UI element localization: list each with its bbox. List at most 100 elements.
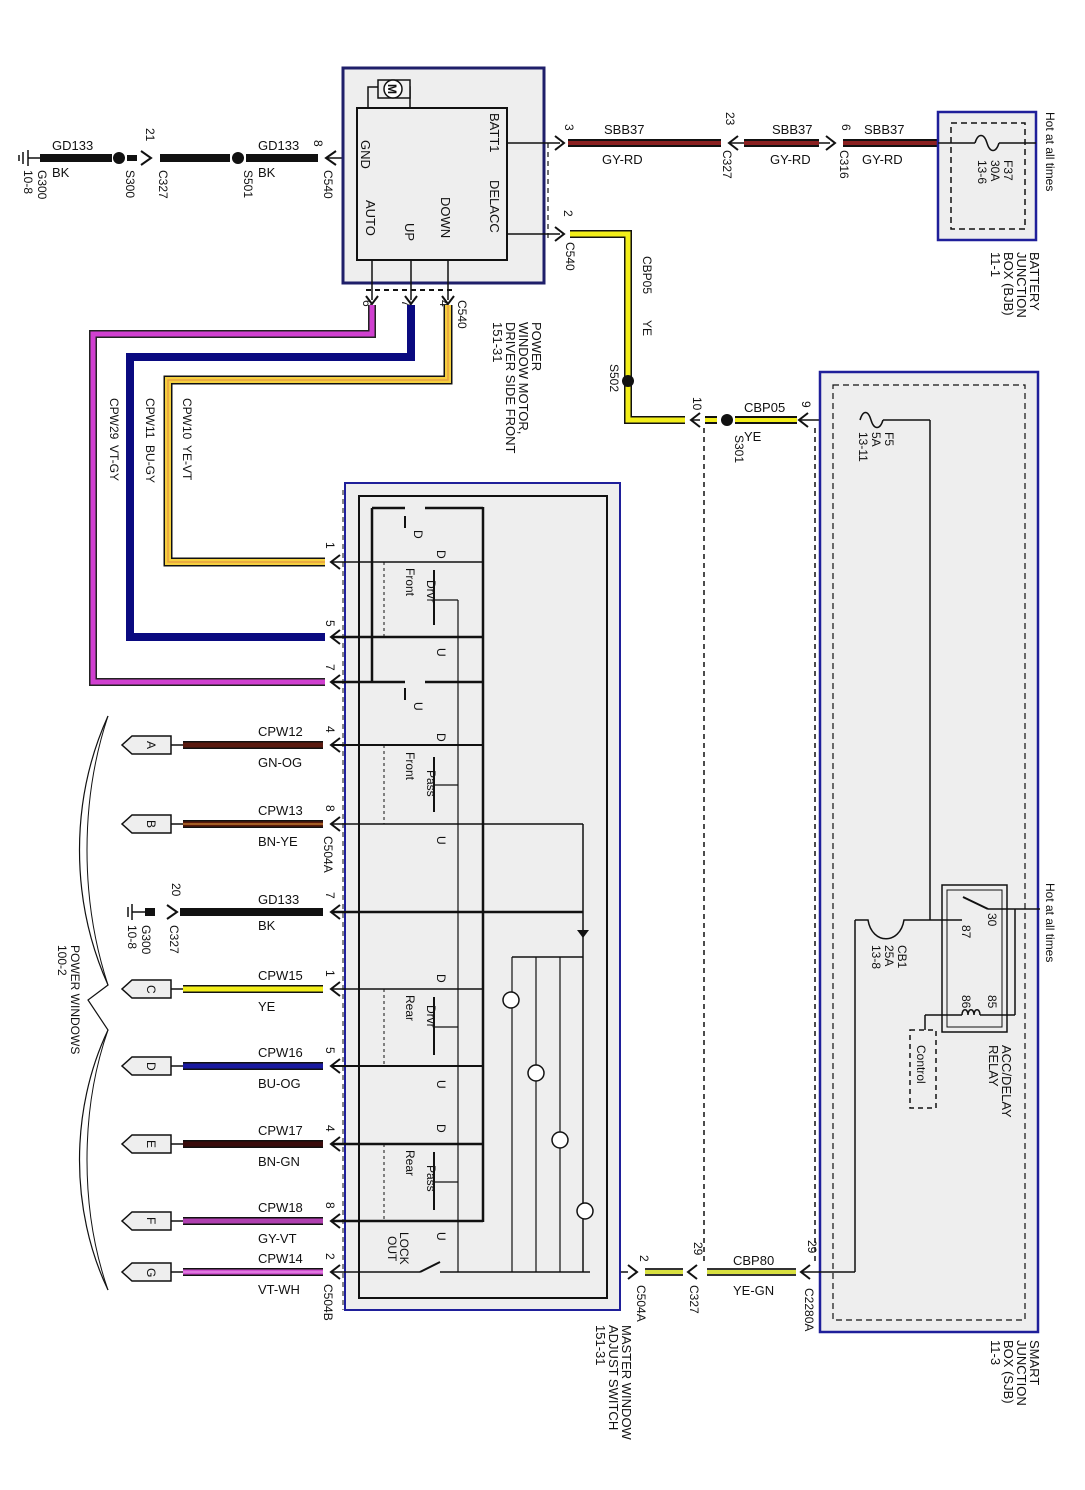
- svg-text:F37: F37: [1001, 160, 1015, 181]
- connector-arrow-icon: [329, 1058, 341, 1074]
- wire-circuit-label: CBP05: [640, 256, 654, 294]
- svg-text:U: U: [411, 702, 425, 711]
- led-icon: [551, 1131, 569, 1149]
- svg-text:ADJUST SWITCH: ADJUST SWITCH: [606, 1325, 621, 1430]
- svg-text:Front: Front: [403, 752, 417, 781]
- svg-text:Drvr: Drvr: [424, 580, 438, 603]
- off-page-connector-icon[interactable]: [120, 1056, 172, 1076]
- motor-pin-gnd: GND: [358, 140, 373, 169]
- svg-text:C327: C327: [167, 925, 181, 954]
- svg-text:U: U: [434, 1080, 448, 1089]
- svg-text:RELAY: RELAY: [986, 1045, 1001, 1087]
- lockout-switch-icon: [419, 1261, 441, 1273]
- svg-text:87: 87: [959, 925, 973, 939]
- svg-text:JUNCTION: JUNCTION: [1014, 1340, 1029, 1406]
- svg-text:151-31: 151-31: [490, 322, 505, 362]
- switch-drvr-rear: D U Drvr Rear: [383, 974, 458, 1089]
- hot-label: Hot at all times: [1043, 112, 1057, 191]
- svg-text:G300: G300: [139, 925, 153, 955]
- off-page-connector-icon[interactable]: [120, 1134, 172, 1154]
- off-page-connector-icon[interactable]: [120, 735, 172, 755]
- wire-color-label: BN-YE: [258, 834, 298, 849]
- connector-letter: A: [144, 741, 158, 749]
- motor-pin-delacc: DELACC: [487, 180, 502, 233]
- wire-color-label: YE: [744, 429, 762, 444]
- connector-arrow-icon: [329, 1136, 341, 1152]
- svg-text:POWER WINDOWS: POWER WINDOWS: [68, 945, 82, 1054]
- pin-number: 2: [637, 1255, 651, 1262]
- wire-circuit-label: CPW17: [258, 1123, 303, 1138]
- off-page-connector-icon[interactable]: [120, 1262, 172, 1282]
- svg-text:U: U: [434, 1232, 448, 1241]
- svg-text:SBB37: SBB37: [604, 122, 644, 137]
- connector-label: C316: [837, 150, 851, 179]
- switch-pass-rear: D U Pass Rear: [383, 1124, 458, 1241]
- wire-color-label: BK: [52, 165, 70, 180]
- svg-text:Pass: Pass: [424, 770, 438, 797]
- svg-text:CPW11: CPW11: [143, 398, 157, 439]
- pin-number: 21: [143, 128, 157, 142]
- master-window-switch: D U D U Drvr Front: [331, 482, 634, 1441]
- battery-feed-circuit: SBB37 GY-RD SBB37 GY-RD SBB37 GY-RD 3 23…: [554, 112, 938, 179]
- splice-label: S300: [123, 170, 137, 198]
- splice-s300: [113, 152, 125, 164]
- off-page-connector-icon[interactable]: [120, 814, 172, 834]
- pin-number: 3: [562, 124, 576, 131]
- hot-label: Hot at all times: [1043, 883, 1057, 962]
- svg-text:D: D: [434, 733, 448, 742]
- wire-color-label: YE: [640, 320, 654, 336]
- wire-circuit-label: CBP80: [733, 1253, 774, 1268]
- wire-gd133: [40, 154, 112, 162]
- pin-number: 6: [360, 300, 374, 307]
- svg-text:BOX (SJB): BOX (SJB): [1001, 1340, 1016, 1404]
- indicator-leds: [502, 930, 594, 1272]
- motor-pin-batt: BATT1: [487, 113, 502, 153]
- connector-label: C2280A: [802, 1288, 816, 1331]
- connector-letter: G: [144, 1268, 158, 1277]
- connector-label: C504B: [321, 1284, 335, 1321]
- wire-circuit-label: GD133: [52, 138, 93, 153]
- svg-text:OUT: OUT: [385, 1236, 399, 1262]
- off-page-connector-icon[interactable]: [120, 1211, 172, 1231]
- wire-color-label: YE: [258, 999, 276, 1014]
- motor-icon: M: [367, 79, 411, 108]
- svg-text:SBB37: SBB37: [772, 122, 812, 137]
- svg-text:WINDOW MOTOR,: WINDOW MOTOR,: [516, 322, 531, 434]
- svg-text:POWER: POWER: [529, 322, 544, 371]
- svg-text:GY-RD: GY-RD: [602, 152, 643, 167]
- svg-text:Rear: Rear: [403, 1150, 417, 1176]
- pin-number: 2: [561, 210, 575, 217]
- svg-text:D: D: [411, 530, 425, 539]
- connector-arrow-icon: [329, 981, 341, 997]
- pin-number: 4: [437, 300, 451, 307]
- wire-color-label: GN-OG: [258, 755, 302, 770]
- motor-name: POWER WINDOW MOTOR, DRIVER SIDE FRONT 15…: [490, 322, 544, 454]
- svg-text:7: 7: [323, 664, 337, 671]
- connector-letter: E: [144, 1140, 158, 1148]
- pin-number: 29: [691, 1242, 705, 1256]
- pin-number: 8: [323, 805, 337, 812]
- connector-letter: D: [144, 1062, 158, 1071]
- svg-text:GY-RD: GY-RD: [862, 152, 903, 167]
- off-page-connector-icon[interactable]: [120, 979, 172, 999]
- top-ground-circuit: GD133 BK GD133 BK G300 10-8 S300 21 C327…: [18, 128, 358, 200]
- connector-label: C540: [563, 242, 577, 271]
- wire-circuit-label: CPW15: [258, 968, 303, 983]
- wire-color-label: BN-GN: [258, 1154, 300, 1169]
- splice-label: S502: [607, 364, 621, 392]
- wire-color-label: YE-GN: [733, 1283, 774, 1298]
- svg-text:30A: 30A: [988, 160, 1002, 181]
- led-icon: [527, 1064, 545, 1082]
- splice-s301: [721, 414, 733, 426]
- svg-text:CPW10: CPW10: [180, 398, 194, 440]
- pin-number: 23: [723, 112, 737, 126]
- svg-text:Drvr: Drvr: [424, 1005, 438, 1028]
- output-wires: ACPW12GN-OG4BCPW13BN-YE8C504ACCPW15YE1DC…: [120, 724, 341, 1321]
- fuse-icon: [974, 134, 1000, 152]
- svg-text:D: D: [434, 1124, 448, 1133]
